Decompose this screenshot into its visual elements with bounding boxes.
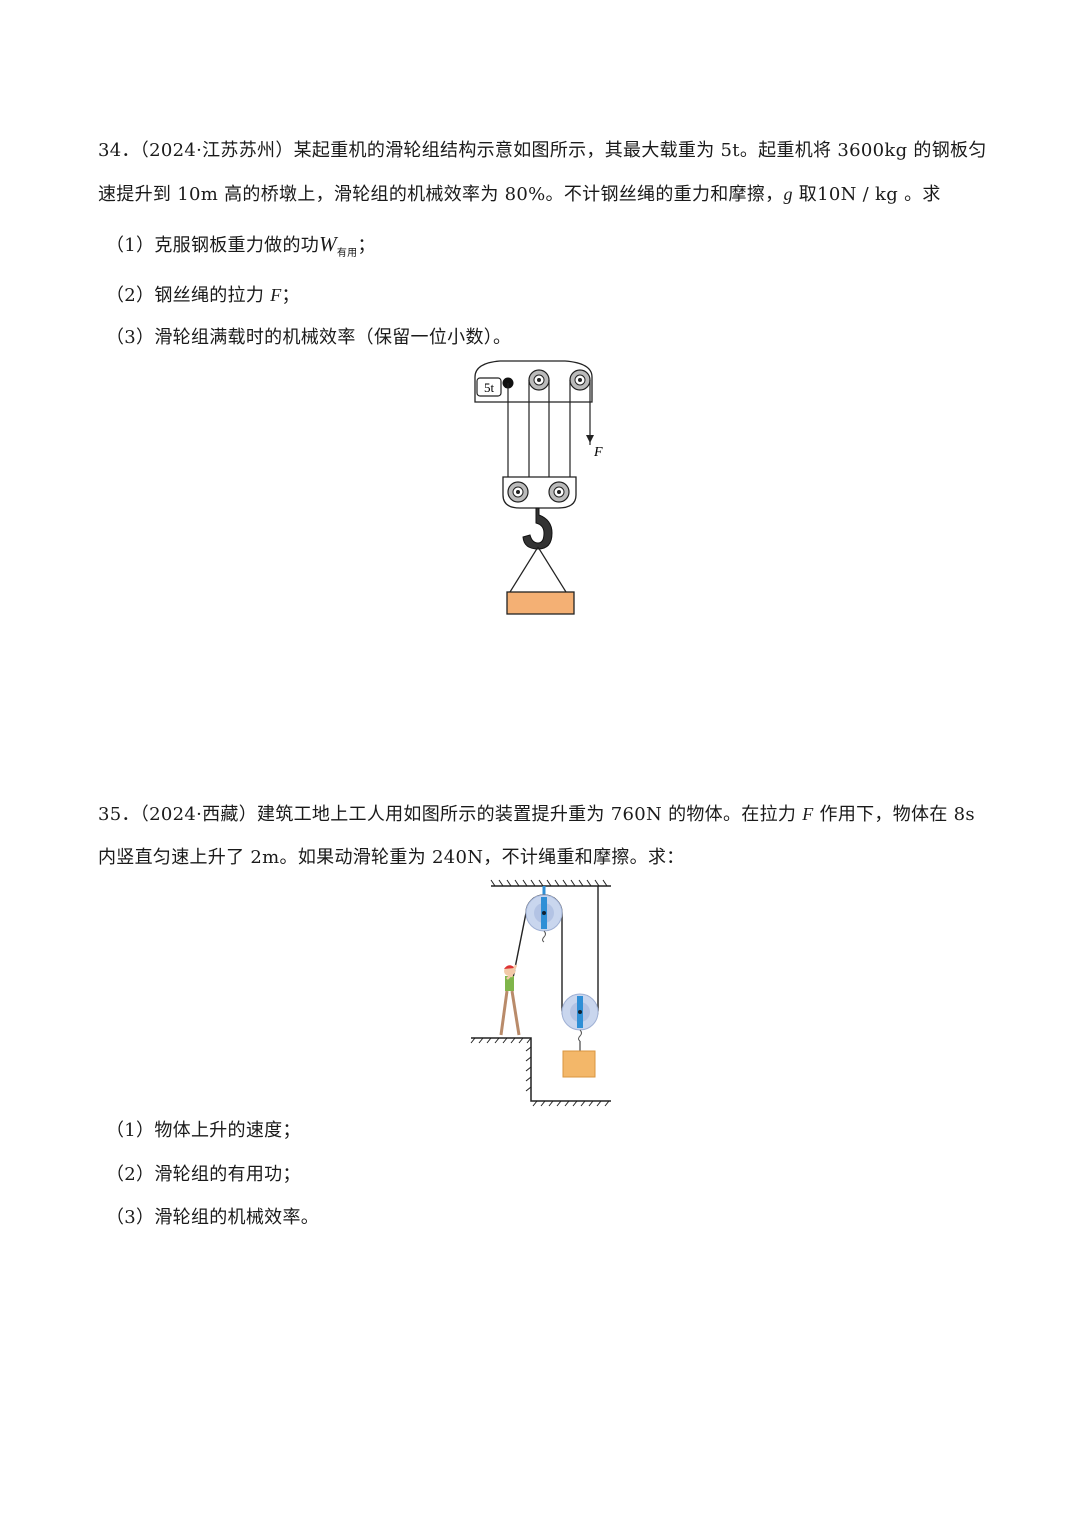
sling-right — [537, 546, 567, 593]
bottom-pulley-2 — [548, 481, 570, 503]
q35-line-2: 内竖直匀速上升了 2m。如果动滑轮重为 240N，不计绳重和摩擦。求： — [98, 847, 685, 868]
q34-symbol-w: W — [319, 232, 337, 256]
q34-symbol-g: g — [783, 184, 793, 204]
q34-sub-question-3: （3）滑轮组满载时的机械效率（保留一位小数）。 — [106, 327, 512, 348]
q35-line-1-text-a: 35．（2024·西藏）建筑工地上工人用如图所示的装置提升重为 760N 的物体… — [98, 804, 803, 825]
ground-hatching — [470, 1037, 610, 1107]
q34-sub2-end: ； — [281, 285, 300, 306]
q35-sub-question-2: （2）滑轮组的有用功； — [106, 1164, 301, 1185]
q35-symbol-f: F — [802, 804, 814, 824]
top-fixed-pulley-icon — [525, 894, 563, 943]
ceiling-hatching — [490, 879, 611, 887]
q34-line-2-text-b: 取10N / kg 。求 — [792, 184, 941, 205]
load-label-box — [476, 377, 502, 397]
force-arrow-icon — [586, 435, 594, 443]
q34-line-2-text-a: 速提升到 10m 高的桥墩上，滑轮组的机械效率为 80%。不计钢丝绳的重力和摩擦… — [98, 184, 784, 205]
hook-icon — [522, 507, 553, 550]
q35-sub-question-1: （1）物体上升的速度； — [106, 1120, 301, 1141]
load-label: 5t — [484, 380, 495, 395]
steel-plate-load — [506, 591, 575, 615]
q34-line-1: 34．（2024·江苏苏州）某起重机的滑轮组结构示意如图所示，其最大载重为 5t… — [98, 140, 987, 161]
q35-line-1-text-b: 作用下，物体在 8s — [813, 804, 975, 825]
movable-pulley-icon — [561, 993, 599, 1042]
q34-sub-question-2: （2）钢丝绳的拉力 F； — [106, 284, 300, 307]
crate-load — [562, 1050, 596, 1078]
worker-icon — [499, 964, 521, 1036]
q34-crane-pulley-figure: 5t F — [474, 360, 603, 615]
bottom-pulley-1 — [507, 481, 529, 503]
top-pulley-2 — [569, 369, 591, 391]
force-label: F — [593, 445, 603, 460]
q34-sub2-text: （2）钢丝绳的拉力 — [106, 285, 271, 306]
q34-sub1-end: ； — [357, 235, 376, 256]
q34-sub-question-1: （1）克服钢板重力做的功W有用； — [106, 233, 376, 260]
q35-sub-question-3: （3）滑轮组的机械效率。 — [106, 1207, 320, 1228]
q34-symbol-f: F — [270, 285, 282, 305]
q35-worker-pulley-figure — [470, 879, 611, 1107]
q34-line-2: 速提升到 10m 高的桥墩上，滑轮组的机械效率为 80%。不计钢丝绳的重力和摩擦… — [98, 183, 941, 206]
q34-symbol-w-subscript: 有用 — [336, 248, 358, 259]
sling-left — [509, 546, 539, 593]
top-pulley-1 — [528, 369, 550, 391]
pulley-ropes — [507, 380, 591, 491]
q34-sub1-text: （1）克服钢板重力做的功 — [106, 235, 320, 256]
q35-line-1: 35．（2024·西藏）建筑工地上工人用如图所示的装置提升重为 760N 的物体… — [98, 803, 975, 826]
ledge-and-ground — [471, 1037, 611, 1102]
